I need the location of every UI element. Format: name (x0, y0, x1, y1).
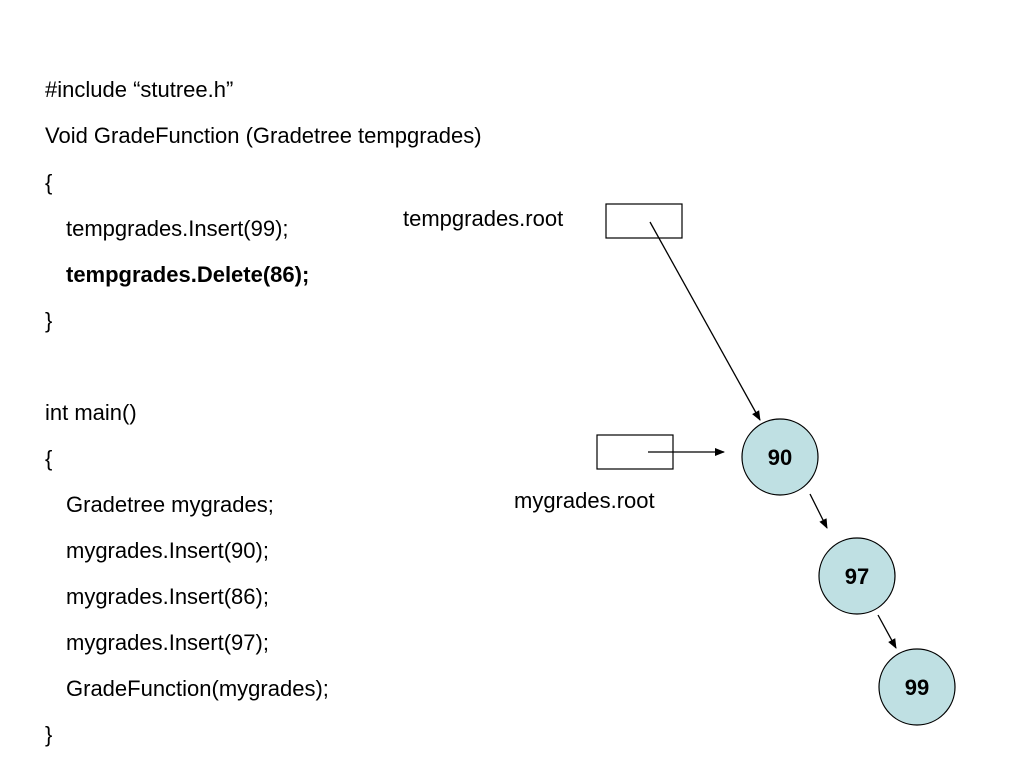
code-line-insert-97: mygrades.Insert(97); (66, 630, 269, 655)
code-line-insert-90: mygrades.Insert(90); (66, 538, 269, 563)
mygrades-root-label: mygrades.root (514, 488, 655, 513)
tempgrades-root-box (605, 203, 683, 239)
tempgrades-root-label: tempgrades.root (403, 206, 564, 231)
code-line-call-gradefunction: GradeFunction(mygrades); (66, 676, 329, 701)
code-line-temp-delete: tempgrades.Delete(86); (66, 262, 310, 287)
code-line-main-open-brace: { (45, 446, 53, 471)
code-line-main-signature: int main() (45, 400, 137, 425)
tree-node-97: 97 (818, 537, 896, 615)
tree-node-90: 90 (741, 418, 819, 496)
tree-node-97-value: 97 (845, 564, 869, 589)
code-line-main-close-brace: } (45, 722, 53, 747)
code-line-include: #include “stutree.h” (45, 77, 234, 102)
tree-node-99-circle (878, 648, 956, 726)
code-line-insert-86: mygrades.Insert(86); (66, 584, 269, 609)
code-line-declare-mygrades: Gradetree mygrades; (66, 492, 274, 517)
tree-node-90-circle (741, 418, 819, 496)
tree-node-99: 99 (878, 648, 956, 726)
tree-node-97-circle (818, 537, 896, 615)
tree-node-99-value: 99 (905, 675, 929, 700)
tree-node-90-value: 90 (768, 445, 792, 470)
code-line-open-brace: { (45, 170, 53, 195)
code-line-function-signature: Void GradeFunction (Gradetree tempgrades… (45, 123, 482, 148)
tempgrades-root-arrow (649, 221, 761, 421)
code-line-close-brace: } (45, 308, 53, 333)
code-line-temp-insert: tempgrades.Insert(99); (66, 216, 289, 241)
edge-90-to-97-arrow (809, 493, 828, 529)
edge-97-to-99-arrow (877, 614, 897, 649)
